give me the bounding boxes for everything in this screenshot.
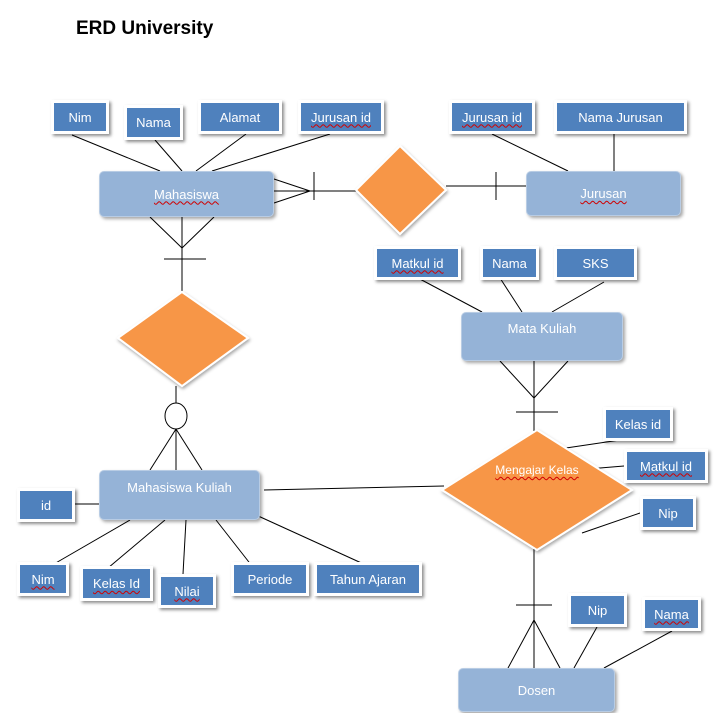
connector-line [573,626,598,669]
connector-line [507,619,535,669]
connector-line [565,439,621,449]
attribute-nilai: Nilai [158,574,216,608]
attribute-label: Jurusan id [462,109,522,125]
connector-line [551,281,605,313]
entity-label: Dosen [517,682,556,698]
attribute-label: Nama [136,115,171,130]
attribute-matkul-id: Matkul id [374,246,461,280]
connector-line [491,133,569,172]
relationship-diamond-mahasiswa-kuliah [116,290,250,388]
attribute-jurusan-id: Jurusan id [449,100,535,134]
attribute-label: Nama [654,606,689,622]
attribute-label: SKS [582,255,609,271]
attribute-label: Nim [31,571,55,587]
connector-line [533,360,569,399]
connector-line [154,139,183,172]
attribute-label: Matkul id [639,458,693,474]
attribute-periode: Periode [231,562,309,596]
connector-line [273,190,311,204]
connector-line [149,216,183,249]
relationship-label-text: Mengajar Kelas [495,463,579,477]
attribute-label: Nilai [174,583,200,599]
connector-line [211,133,331,172]
attribute-label: Kelas id [614,416,662,432]
attribute-label: Nip [587,602,608,618]
attribute-nip: Nip [640,496,696,530]
attribute-label: Jurusan id [311,109,371,125]
attribute-label: Alamat [219,109,261,125]
connector-line [53,519,131,565]
relationship-diamond-mahasiswa-jurusan [354,144,448,236]
diagram-title: ERD University [76,18,214,39]
attribute-label: Periode [247,571,293,587]
entity-mahasiswa-kuliah: Mahasiswa Kuliah [99,470,260,520]
cardinality-circle [164,402,188,430]
attribute-label: Tahun Ajaran [330,571,406,587]
connector-line [175,428,203,471]
attribute-nama: Nama [124,105,183,140]
attribute-matkul-id: Matkul id [624,449,708,483]
attribute-tahun-ajaran: Tahun Ajaran [314,562,422,596]
connector-line [499,277,523,313]
attribute-nim: Nim [17,562,69,596]
attribute-label: Matkul id [391,255,444,271]
connector-line [581,512,641,534]
entity-mata-kuliah: Mata Kuliah [461,312,623,361]
attribute-jurusan-id: Jurusan id [298,100,384,134]
attribute-label: id [40,497,52,513]
connector-line [603,630,673,669]
attribute-label: Nama [492,255,527,271]
relationship-diamond-mengajar-kelas [440,428,634,552]
connector-line [181,216,215,249]
connector-line [255,514,369,567]
attribute-alamat: Alamat [198,100,282,134]
attribute-label: Nim [68,109,92,125]
attribute-nama-jurusan: Nama Jurusan [554,100,687,134]
attribute-kelas-id: Kelas id [603,407,673,441]
connector-line [182,519,187,575]
attribute-sks: SKS [554,246,637,280]
entity-label: Jurusan [580,186,627,201]
attribute-label: Nama Jurusan [578,109,663,125]
connector-line [417,277,483,313]
connector-line [499,360,535,399]
attribute-nip: Nip [568,593,627,627]
connector-line [107,519,166,569]
connector-line [263,485,445,491]
attribute-nama: Nama [480,246,539,280]
connector-line [149,428,177,471]
entity-label: Mahasiswa [153,186,220,202]
entity-label: Mahasiswa Kuliah [127,480,232,495]
entity-jurusan: Jurusan [526,171,681,216]
attribute-nama: Nama [642,597,701,631]
attribute-kelas-id: Kelas Id [80,566,153,601]
entity-label-text: Mata Kuliah [507,321,577,336]
connector-line [533,619,561,669]
entity-label: Mata Kuliah [508,321,577,336]
attribute-label: Nip [658,505,678,521]
connector-line [215,519,253,567]
attribute-id: id [17,488,75,522]
attribute-nim: Nim [51,100,109,134]
connector-line [195,133,247,172]
attribute-label: Kelas Id [93,576,140,591]
connector-line [273,178,311,192]
relationship-label-mengajar-kelas: Mengajar Kelas [482,463,592,477]
entity-mahasiswa: Mahasiswa [99,171,274,217]
connector-line [71,134,161,172]
entity-dosen: Dosen [458,668,615,712]
